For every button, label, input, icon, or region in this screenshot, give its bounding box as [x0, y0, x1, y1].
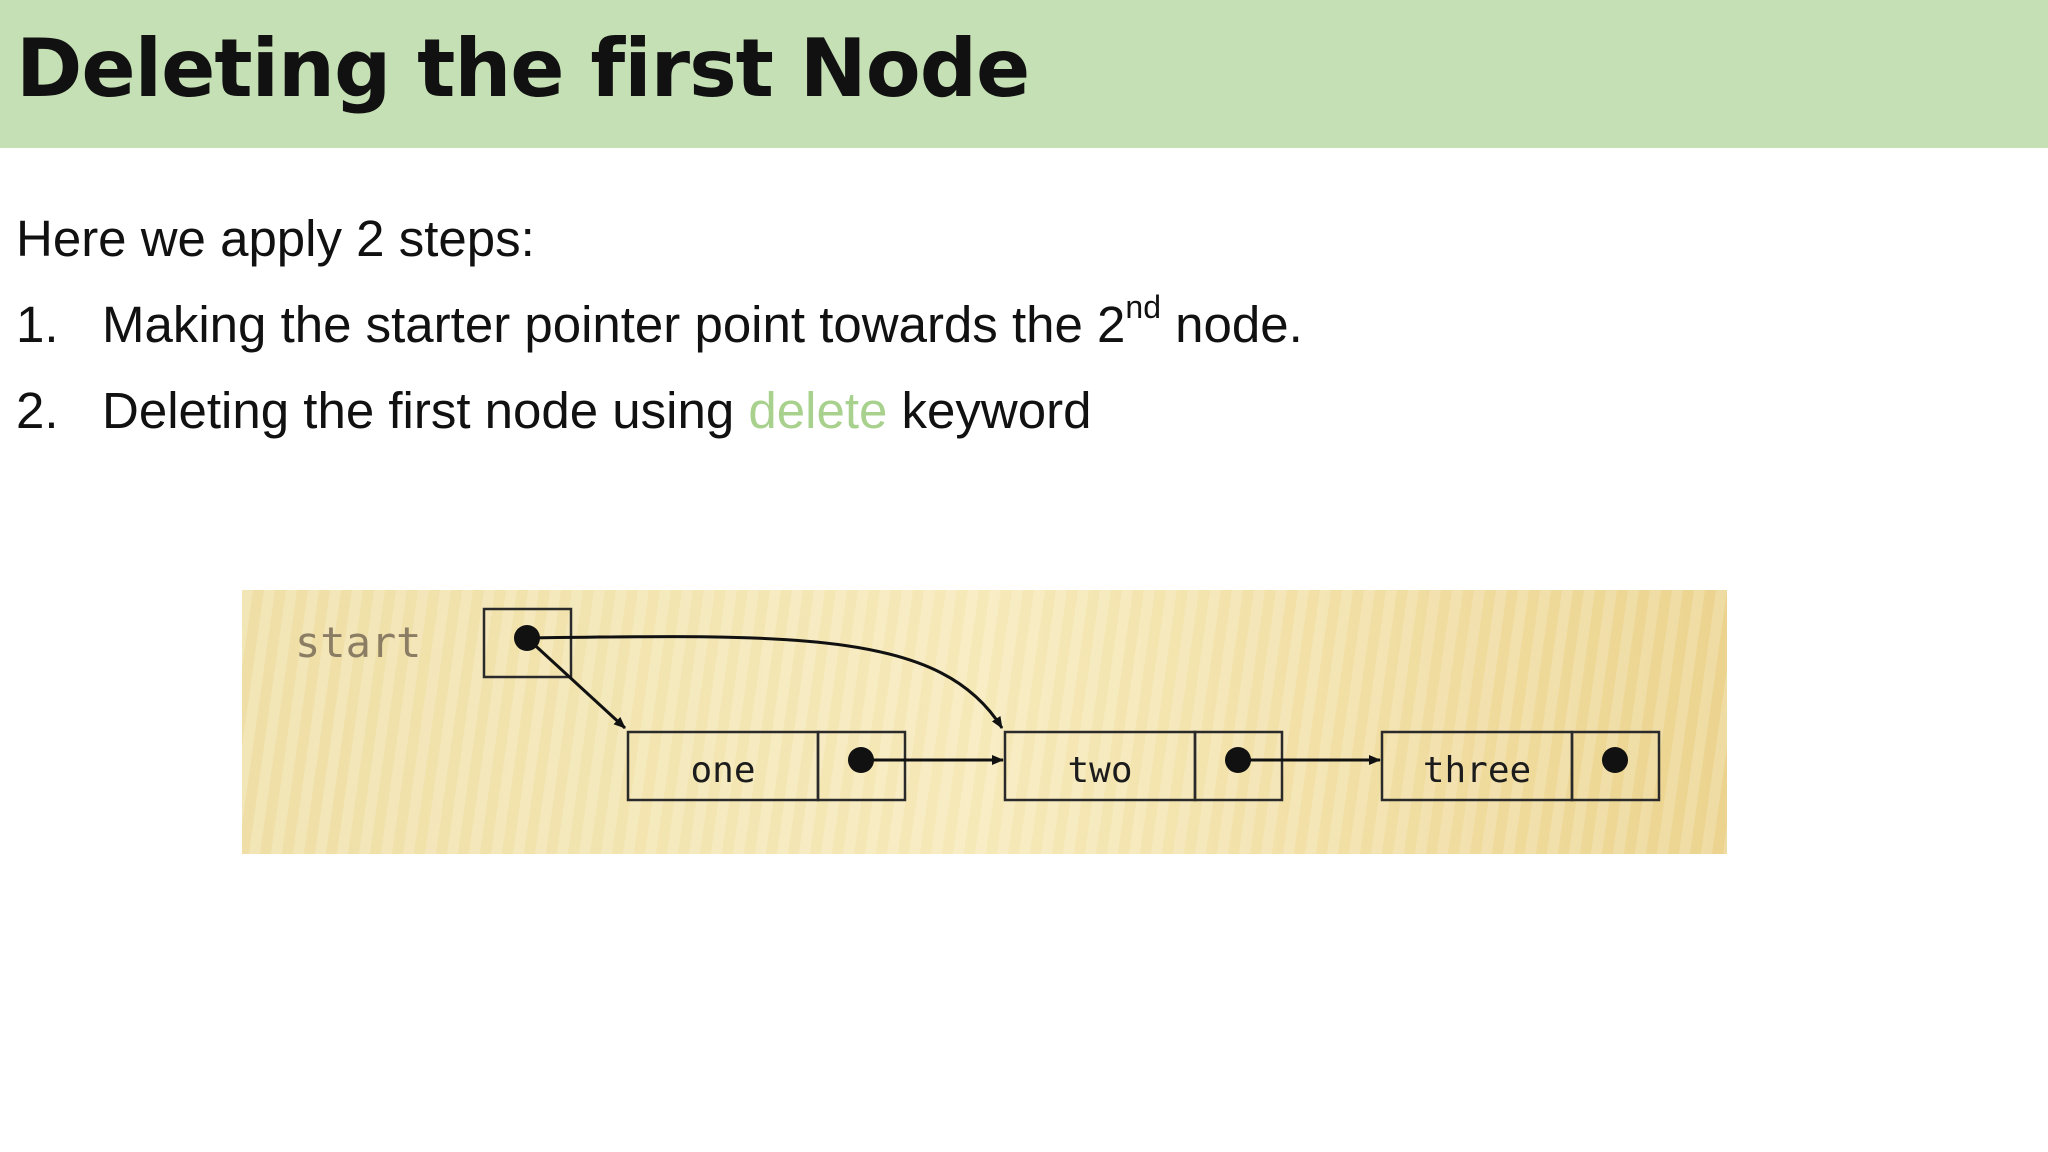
node-three-next-dot: [1602, 747, 1628, 773]
node-two-next-box: [1193, 730, 1284, 802]
start-label: start: [295, 618, 421, 667]
step-2-text-after: keyword: [887, 382, 1092, 439]
node-two: two: [1003, 730, 1284, 802]
node-one: one: [626, 730, 907, 802]
slide-body: Here we apply 2 steps: 1. Making the star…: [16, 196, 1996, 454]
step-1-text-after: node.: [1160, 296, 1303, 353]
node-three-next-box: [1570, 730, 1661, 802]
step-1-superscript: nd: [1125, 289, 1161, 325]
start-pointer-box: [482, 607, 573, 679]
node-three-label: three: [1423, 750, 1531, 791]
step-1-number: 1.: [16, 296, 59, 353]
step-2-number: 2.: [16, 382, 59, 439]
step-2-text-before: Deleting the first node using: [102, 382, 749, 439]
step-1-text-before: Making the starter pointer point towards…: [102, 296, 1126, 353]
linked-list-svg: start one two three: [242, 590, 1727, 854]
delete-keyword: delete: [748, 382, 888, 439]
diagram-stripes: [242, 590, 1727, 854]
node-one-label: one: [690, 750, 755, 791]
node-one-next-box: [816, 730, 907, 802]
node-two-label: two: [1067, 750, 1132, 791]
step-2: 2. Deleting the first node using delete k…: [16, 368, 1996, 454]
start-to-one-arrow: [525, 636, 627, 730]
step-1: 1. Making the starter pointer point towar…: [16, 282, 1996, 368]
linked-list-diagram: start one two three: [242, 590, 1727, 854]
start-to-two-arrow: [526, 635, 1004, 729]
node-three: three: [1380, 730, 1661, 802]
slide-title: Deleting the first Node: [16, 22, 1030, 115]
intro-text: Here we apply 2 steps:: [16, 210, 535, 267]
title-bar: Deleting the first Node: [0, 0, 2048, 148]
